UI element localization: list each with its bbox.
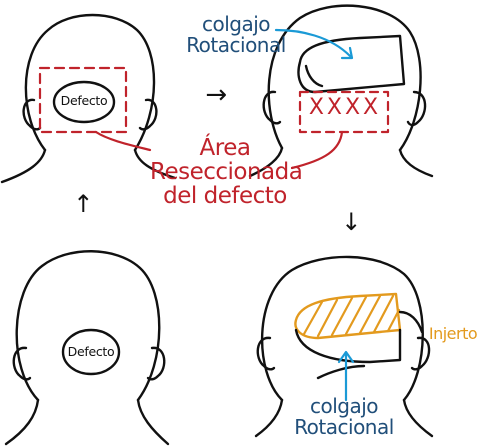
flap-label-top-line2: Rotacional	[172, 35, 300, 56]
neck-right	[138, 400, 168, 444]
graft-label: Injerto	[424, 326, 482, 343]
neck-right	[400, 150, 432, 176]
flap-outline	[299, 36, 404, 92]
excision-marks: XXXX	[302, 96, 388, 119]
resected-area-label: Área Reseccionada del defecto	[150, 136, 300, 208]
flap-pointer	[318, 366, 364, 378]
graft-pointer	[400, 312, 422, 332]
arrow-down: ↓	[336, 210, 366, 235]
arrow-right: →	[196, 82, 236, 109]
flap-label-bottom-line2: Rotacional	[280, 417, 408, 438]
head-outline	[17, 251, 160, 400]
arrow-up: ↑	[68, 192, 98, 217]
resected-area-line1: Área	[150, 136, 300, 160]
flap-label-top-line1: colgajo	[172, 14, 300, 35]
defect-label-bottom: Defecto	[59, 345, 123, 358]
neck-right	[404, 400, 432, 436]
resected-area-line2: Reseccionada	[150, 160, 300, 184]
defect-label-top: Defecto	[52, 94, 116, 107]
flap-label-top: colgajo Rotacional	[172, 14, 300, 56]
left-ear	[14, 348, 30, 379]
flap-label-bottom-line1: colgajo	[280, 396, 408, 417]
resected-area-line3: del defecto	[150, 184, 300, 208]
neck-left	[256, 400, 282, 436]
neck-left	[2, 150, 45, 182]
flap-label-bottom: colgajo Rotacional	[280, 396, 408, 438]
neck-left	[6, 400, 38, 444]
flap-inner-curve	[306, 66, 322, 86]
